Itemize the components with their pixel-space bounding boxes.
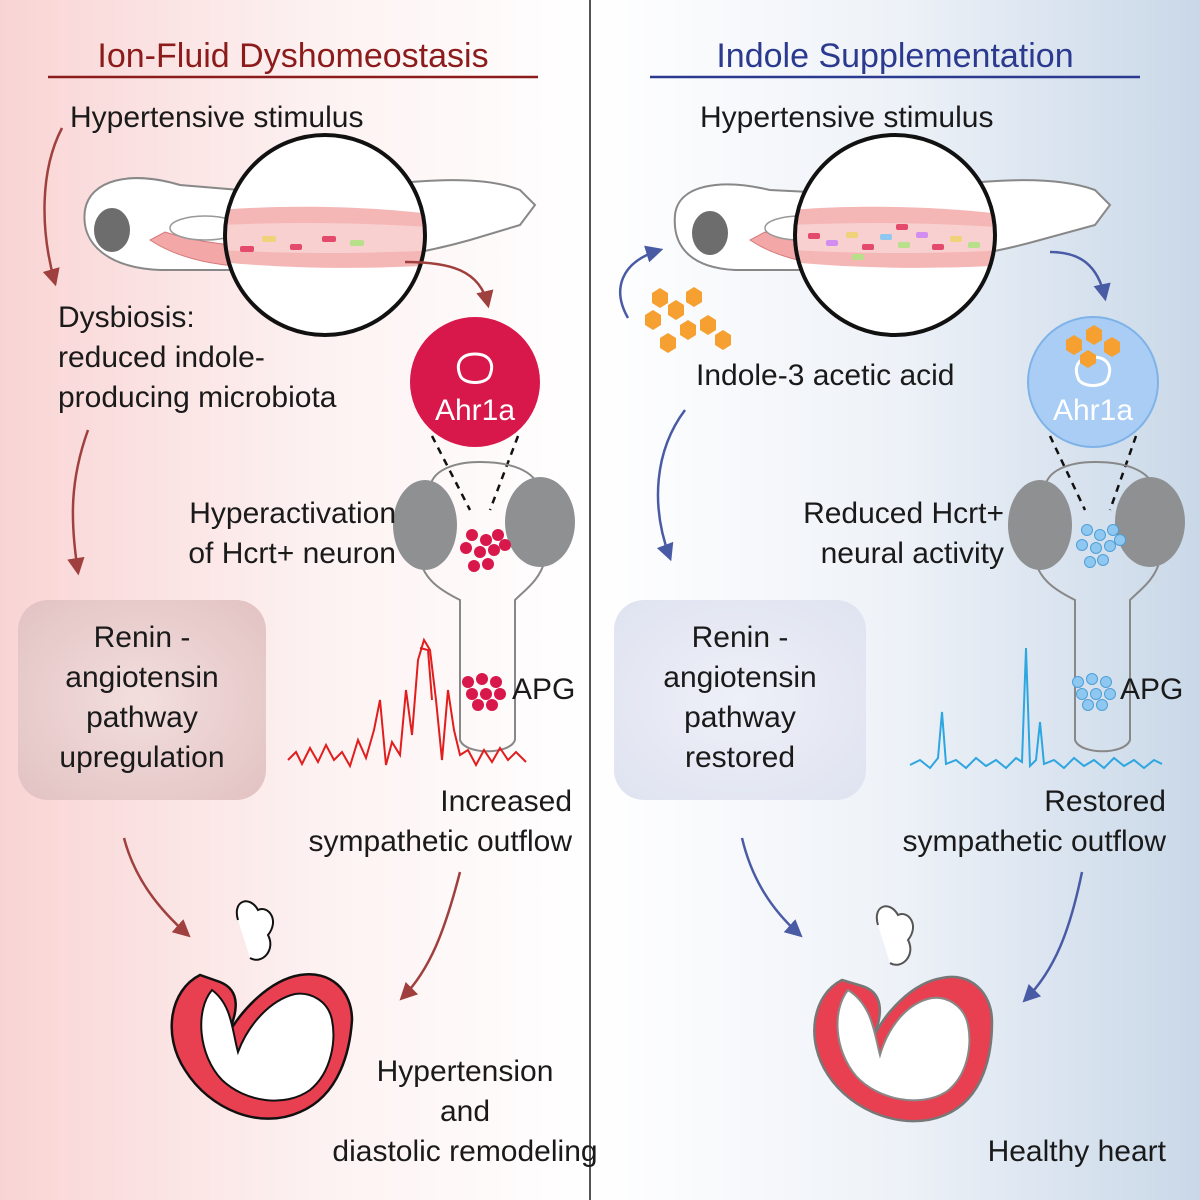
left-zoom-line-a (430, 435, 472, 511)
right-outflow-line1: Restored (1044, 785, 1166, 818)
left-ahr1a-receptor-icon (456, 352, 494, 384)
right-ras-line1: Renin - (691, 621, 789, 654)
left-ras-line4: upregulation (59, 741, 225, 774)
left-outflow-line2: sympathetic outflow (308, 825, 572, 858)
left-outcome-line3: diastolic remodeling (332, 1135, 598, 1168)
right-ras-line3: pathway (684, 701, 796, 734)
left-heart (170, 900, 354, 1120)
right-heart (813, 905, 994, 1123)
left-apg-label: APG (512, 673, 576, 706)
left-ras-line3: pathway (86, 701, 198, 734)
left-ras-box (18, 600, 266, 800)
right-arrow-gut-to-ahr1a (1049, 250, 1111, 302)
left-trace-spike-a (419, 647, 433, 701)
right-panel-title: Indole Supplementation (716, 37, 1074, 75)
right-ras-line2: angiotensin (663, 661, 817, 694)
left-ras-line2: angiotensin (65, 661, 219, 694)
left-outcome-line2: and (439, 1095, 491, 1128)
metabolite-label: Indole-3 acetic acid (696, 359, 955, 392)
left-arrow-outflow-to-heart (399, 871, 462, 1001)
dysbiosis-label-line3: producing microbiota (58, 381, 337, 414)
left-neuron-label-line1: Hyperactivation (189, 497, 396, 530)
right-brain-outline (1008, 460, 1185, 753)
right-apg-cluster (1072, 673, 1116, 711)
left-sympathetic-trace (287, 637, 527, 769)
right-zoom-line-b (1108, 435, 1138, 511)
left-ahr1a-label: Ahr1a (434, 394, 516, 427)
right-arrow-iaa-to-ras (656, 409, 687, 562)
left-gut-magnifier (223, 133, 427, 337)
left-hcrt-neurons (460, 529, 511, 572)
right-neuron-label-line1: Reduced Hcrt+ (803, 497, 1004, 530)
healthy-heart-label: Healthy heart (987, 1135, 1166, 1168)
right-ahr1a-circle (1027, 316, 1159, 448)
right-ahr1a-bound-indole (1066, 325, 1120, 368)
left-arrow-dysbiosis-to-ras (67, 429, 90, 576)
right-zoom-line-a (1048, 435, 1087, 511)
left-ras-line1: Renin - (93, 621, 191, 654)
left-zoom-line-b (488, 435, 520, 511)
left-panel-title: Ion-Fluid Dyshomeostasis (97, 37, 489, 75)
right-arrow-iaa-to-fish (619, 245, 664, 319)
indole-molecules (645, 287, 731, 353)
left-stimulus-label: Hypertensive stimulus (70, 101, 364, 134)
left-arrow-gut-to-ahr1a (404, 260, 494, 309)
right-neuron-label-line2: neural activity (820, 537, 1004, 570)
left-arrow-stimulus-to-dysbiosis (42, 127, 64, 287)
left-arrow-ras-to-heart (122, 837, 191, 938)
right-ahr1a-label: Ahr1a (1052, 394, 1134, 427)
left-neuron-label-line2: of Hcrt+ neuron (188, 537, 396, 570)
right-ras-box (614, 600, 866, 800)
right-hcrt-neurons (1076, 524, 1126, 568)
dysbiosis-label-line2: reduced indole- (58, 341, 265, 374)
right-outflow-line2: sympathetic outflow (902, 825, 1166, 858)
left-brain-outline (393, 460, 575, 753)
right-stimulus-label: Hypertensive stimulus (700, 101, 994, 134)
right-gut-magnifier (793, 133, 997, 337)
dysbiosis-label-line1: Dysbiosis: (58, 301, 195, 334)
right-ahr1a-receptor-icon (1074, 355, 1112, 387)
left-outflow-line1: Increased (440, 785, 572, 818)
left-outcome-line1: Hypertension (376, 1055, 554, 1088)
right-arrow-outflow-to-heart (1022, 871, 1084, 1003)
right-apg-label: APG (1120, 673, 1184, 706)
right-ras-line4: restored (684, 741, 796, 774)
left-apg-cluster (462, 673, 506, 711)
right-arrow-ras-to-heart (740, 837, 803, 938)
right-sympathetic-trace (909, 647, 1163, 770)
